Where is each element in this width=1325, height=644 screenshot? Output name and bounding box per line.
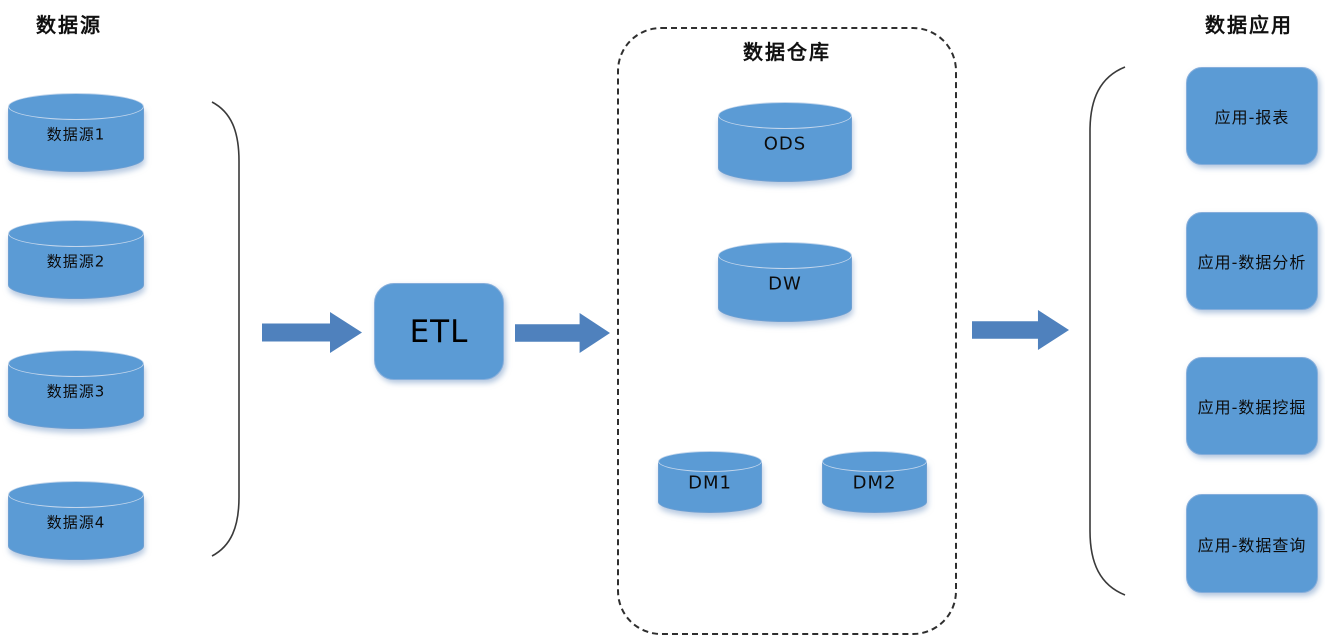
- cylinder-top-ellipse: [658, 451, 762, 472]
- warehouse-section-title: 数据仓库: [743, 40, 831, 64]
- dm2-cylinder: DM2: [822, 451, 927, 513]
- datasource-3-label: 数据源3: [46, 382, 106, 401]
- datasource-3-cylinder: 数据源3: [8, 350, 144, 429]
- dm2-label: DM2: [852, 472, 897, 494]
- etl-label: ETL: [409, 313, 469, 350]
- cylinder-top-ellipse: [8, 481, 144, 508]
- arrow-sources-to-etl: [262, 312, 362, 353]
- sources-group-bracket: [211, 101, 240, 557]
- datasource-4-cylinder: 数据源4: [8, 481, 144, 560]
- app-data-analysis-label: 应用-数据分析: [1197, 253, 1307, 272]
- datasource-2-cylinder: 数据源2: [8, 220, 144, 299]
- dm1-cylinder: DM1: [658, 451, 762, 513]
- applications-section-title: 数据应用: [1205, 13, 1293, 37]
- cylinder-top-ellipse: [8, 93, 144, 120]
- ods-label: ODS: [763, 133, 807, 155]
- sources-section-title: 数据源: [36, 13, 102, 37]
- app-data-query-label: 应用-数据查询: [1197, 535, 1307, 555]
- cylinder-top-ellipse: [822, 451, 927, 472]
- arrow-warehouse-to-applications: [972, 310, 1069, 350]
- cylinder-top-ellipse: [8, 220, 144, 247]
- warehouse-container: [617, 27, 957, 635]
- arrow-etl-to-warehouse: [515, 313, 610, 353]
- datasource-1-label: 数据源1: [46, 125, 106, 144]
- dw-label: DW: [768, 273, 802, 295]
- ods-cylinder: ODS: [718, 102, 852, 182]
- dw-cylinder: DW: [718, 242, 852, 322]
- app-report-label: 应用-报表: [1214, 108, 1290, 127]
- datasource-1-cylinder: 数据源1: [8, 93, 144, 172]
- cylinder-top-ellipse: [8, 350, 144, 377]
- datasource-4-label: 数据源4: [46, 513, 106, 532]
- app-report-box: 应用-报表: [1186, 67, 1318, 165]
- datasource-2-label: 数据源2: [46, 252, 106, 271]
- etl-box: ETL: [374, 283, 504, 380]
- cylinder-top-ellipse: [718, 102, 852, 129]
- dm1-label: DM1: [688, 472, 732, 494]
- app-data-analysis-box: 应用-数据分析: [1186, 212, 1318, 310]
- app-data-mining-box: 应用-数据挖掘: [1186, 357, 1318, 455]
- applications-group-bracket: [1089, 66, 1126, 596]
- cylinder-top-ellipse: [718, 242, 852, 269]
- app-data-mining-label: 应用-数据挖掘: [1197, 398, 1307, 417]
- app-data-query-box: 应用-数据查询: [1186, 494, 1318, 593]
